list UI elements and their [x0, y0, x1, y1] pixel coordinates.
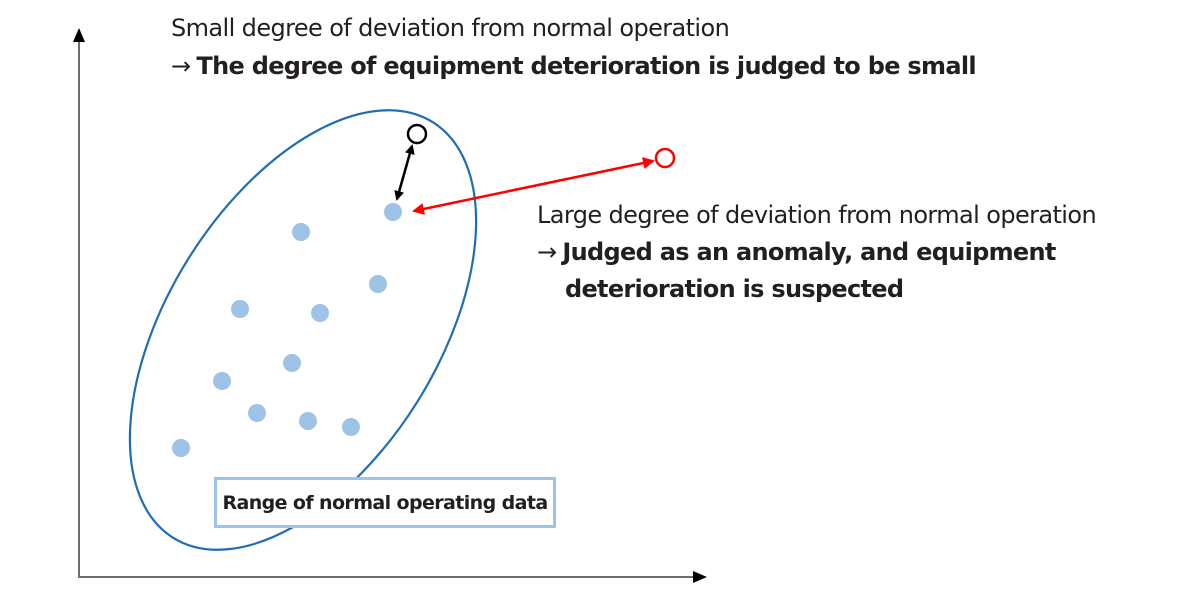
axes [73, 28, 707, 583]
anomaly-point [654, 147, 676, 169]
large-deviation-heading: Large degree of deviation from normal op… [537, 201, 1097, 229]
anomaly-deviation-arrow [412, 157, 655, 215]
large-deviation-conclusion-text: Judged as an anomaly, and equipment [562, 238, 1056, 266]
small-deviation-heading: Small degree of deviation from normal op… [171, 14, 730, 42]
normal-data-points [172, 203, 402, 457]
y-axis-arrowhead-icon [73, 28, 85, 42]
normal-range-label-text: Range of normal operating data [222, 491, 548, 514]
large-deviation-conclusion-cont: deterioration is suspected [565, 275, 904, 303]
small-deviation-arrow [394, 144, 415, 201]
data-point [384, 203, 402, 221]
right-arrow-icon: → [171, 52, 191, 80]
data-point [311, 304, 329, 322]
data-point [248, 404, 266, 422]
large-deviation-conclusion: →Judged as an anomaly, and equipment [537, 238, 1056, 266]
data-point [231, 300, 249, 318]
small-deviation-conclusion-text: The degree of equipment deterioration is… [196, 52, 976, 80]
data-point [292, 223, 310, 241]
right-arrow-icon: → [537, 238, 557, 266]
data-point [172, 439, 190, 457]
small-deviation-point [406, 123, 428, 145]
x-axis-arrowhead-icon [693, 571, 707, 583]
data-point [213, 372, 231, 390]
data-point [299, 412, 317, 430]
data-point [369, 275, 387, 293]
data-point [283, 354, 301, 372]
data-point [342, 418, 360, 436]
normal-range-ellipse [128, 109, 478, 551]
small-deviation-conclusion: →The degree of equipment deterioration i… [171, 52, 977, 80]
normal-range-label: Range of normal operating data [214, 477, 556, 528]
